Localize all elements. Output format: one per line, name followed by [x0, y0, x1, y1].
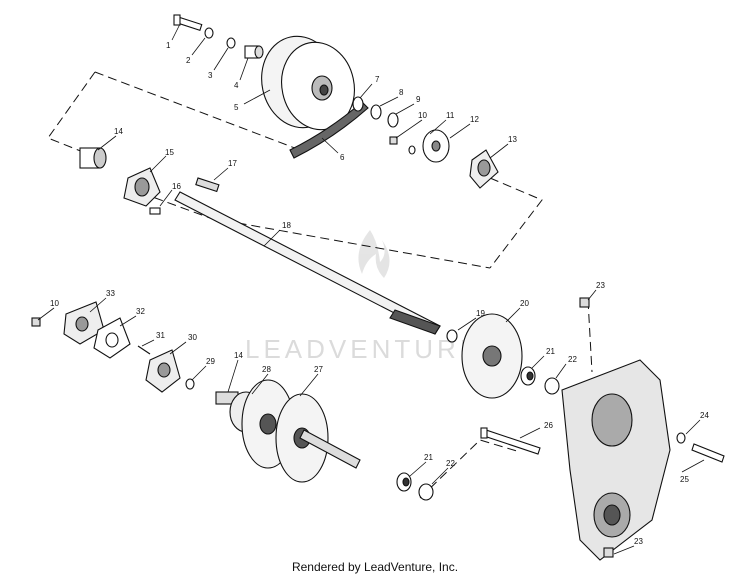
bolt-25 [691, 443, 725, 463]
nut-10 [389, 136, 398, 145]
washer-3 [226, 37, 236, 49]
callout-14-lower: 14 [234, 351, 243, 360]
washer-11 [408, 145, 416, 155]
callout-1: 1 [166, 41, 171, 50]
callout-26: 26 [544, 421, 553, 430]
spacer-4 [244, 45, 264, 59]
callout-6: 6 [340, 153, 345, 162]
callout-14: 14 [114, 127, 123, 136]
flange-13 [469, 149, 499, 189]
leader-lines [37, 23, 705, 555]
callout-labels: 1 2 3 4 5 6 7 8 9 10 11 12 13 14 15 16 1… [50, 41, 709, 546]
callout-22: 22 [568, 355, 577, 364]
shaft-18 [174, 191, 441, 335]
bearing-21-lower [396, 472, 412, 492]
callout-5: 5 [234, 103, 239, 112]
render-credit: Rendered by LeadVenture, Inc. [291, 560, 459, 574]
nut-23-lower [603, 547, 614, 558]
ring-29 [185, 378, 195, 390]
callout-10: 10 [418, 111, 427, 120]
watermark-text: LEADVENTURE [245, 334, 481, 364]
callout-24: 24 [700, 411, 709, 420]
bolt-1 [173, 14, 203, 31]
brake-disc-20 [461, 313, 523, 399]
flange-32 [93, 317, 131, 359]
callout-27: 27 [314, 365, 323, 374]
callout-30: 30 [188, 333, 197, 342]
callout-23-lower: 23 [634, 537, 643, 546]
ring-19 [446, 329, 458, 343]
callout-10-lower: 10 [50, 299, 59, 308]
bolt-26 [480, 427, 541, 455]
plate-12 [422, 129, 450, 163]
callout-32: 32 [136, 307, 145, 316]
callout-9: 9 [416, 95, 421, 104]
bearing-14-upper [79, 147, 107, 169]
chain-6 [289, 101, 369, 159]
washer-2 [204, 27, 214, 39]
bolt-16 [149, 207, 161, 215]
chaincase-housing [561, 359, 671, 561]
callout-2: 2 [186, 56, 191, 65]
callout-13: 13 [508, 135, 517, 144]
callout-19: 19 [476, 309, 485, 318]
washer-9 [387, 112, 399, 128]
callout-8: 8 [399, 88, 404, 97]
seal-22-upper [544, 377, 560, 395]
callout-25: 25 [680, 475, 689, 484]
seal-22-lower [418, 483, 434, 501]
driven-pulley-5 [261, 35, 355, 131]
watermark: LEADVENTURE [245, 230, 481, 364]
callout-31: 31 [156, 331, 165, 340]
washer-24 [676, 432, 686, 444]
nut-23-upper [579, 297, 590, 308]
drive-sprockets-27 [241, 379, 361, 483]
nut-10-lower [31, 317, 41, 327]
callout-18: 18 [282, 221, 291, 230]
spring-31 [137, 345, 151, 355]
callout-12: 12 [470, 115, 479, 124]
callout-23: 23 [596, 281, 605, 290]
callout-17: 17 [228, 159, 237, 168]
callout-3: 3 [208, 71, 213, 80]
flange-33 [63, 301, 105, 345]
callout-22-lower: 22 [446, 459, 455, 468]
key-17 [195, 177, 220, 193]
callout-20: 20 [520, 299, 529, 308]
callout-21-lower: 21 [424, 453, 433, 462]
callout-28: 28 [262, 365, 271, 374]
callout-11: 11 [446, 111, 455, 120]
washer-8 [370, 104, 382, 120]
callout-7: 7 [375, 75, 380, 84]
callout-21: 21 [546, 347, 555, 356]
callout-15: 15 [165, 148, 174, 157]
flange-15 [123, 167, 161, 207]
flange-30 [145, 349, 181, 393]
callout-29: 29 [206, 357, 215, 366]
callout-16: 16 [172, 182, 181, 191]
washer-7 [352, 96, 364, 112]
callout-33: 33 [106, 289, 115, 298]
callout-4: 4 [234, 81, 239, 90]
bearing-21-upper [520, 366, 536, 386]
